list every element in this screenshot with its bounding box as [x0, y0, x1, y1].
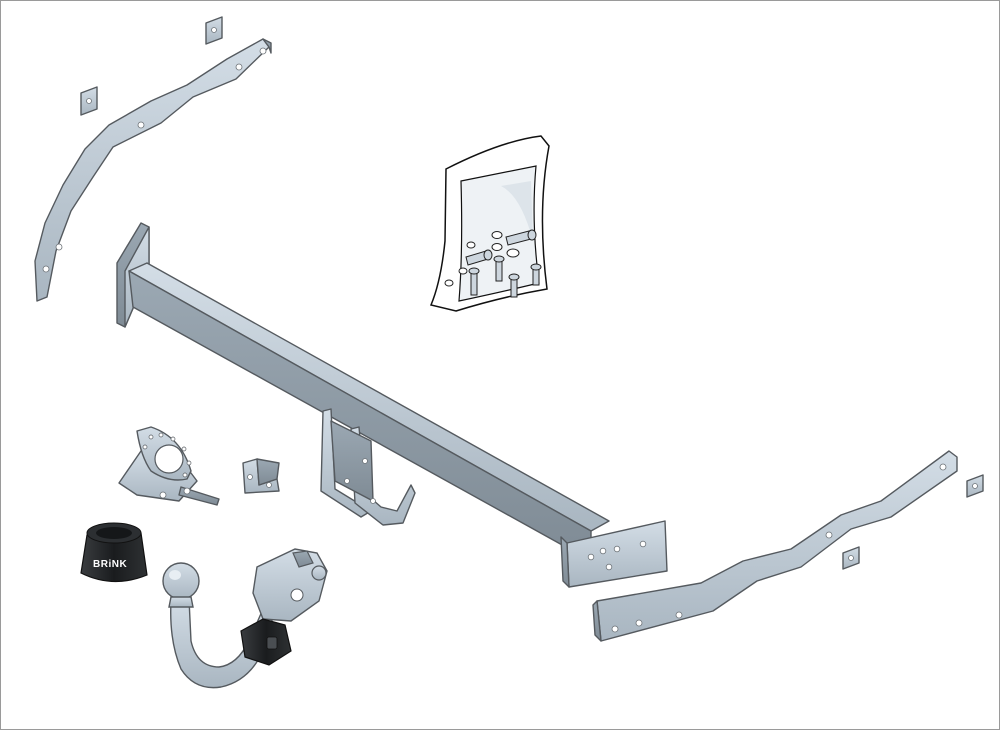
bolts-and-nuts [444, 229, 542, 298]
left-side-bracket [34, 38, 272, 302]
small-bracket [242, 458, 280, 494]
square-washer-plate [966, 474, 984, 498]
square-washer-plate [80, 86, 98, 116]
square-washer-plate [842, 546, 860, 570]
detachable-towball-neck [162, 548, 328, 689]
towball-cap: BRiNK [80, 522, 148, 583]
brand-logo: BRiNK [93, 559, 127, 570]
fixing-kit-bag [429, 135, 550, 312]
square-washer-plate [205, 16, 223, 45]
main-crossbar [116, 222, 668, 588]
socket-plate [118, 426, 220, 506]
right-side-bracket [592, 450, 958, 642]
